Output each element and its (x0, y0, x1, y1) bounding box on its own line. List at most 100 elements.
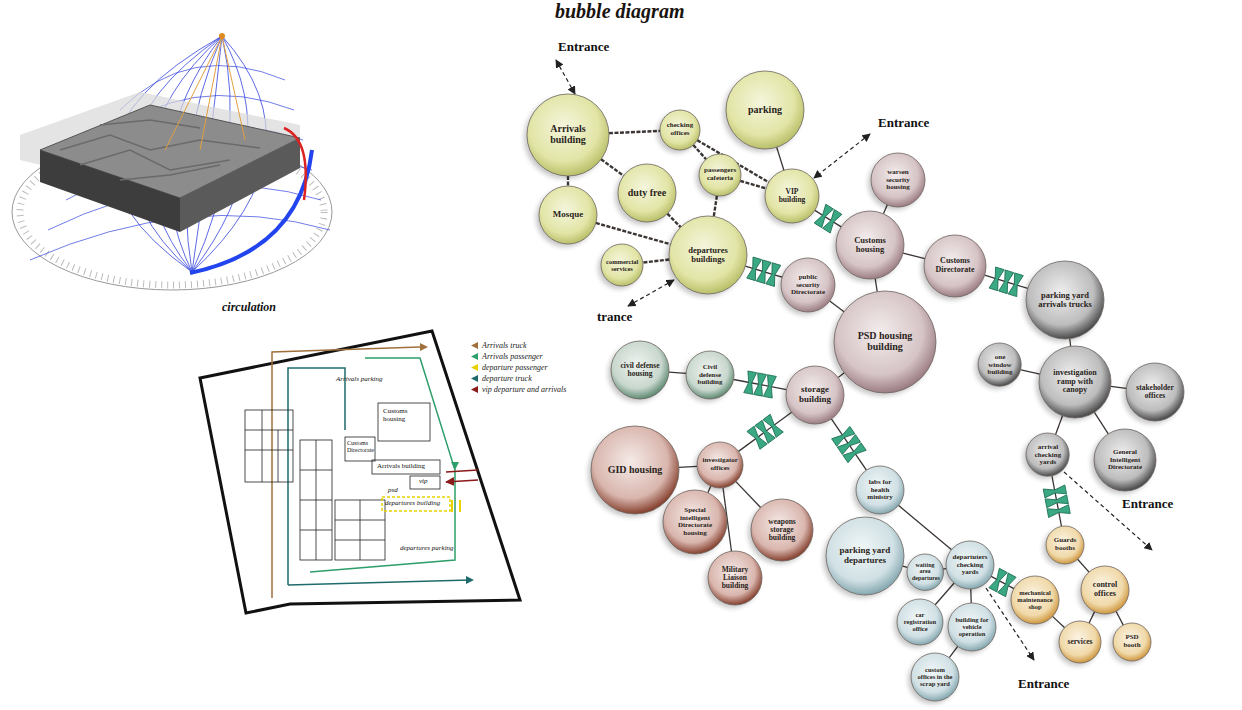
connector-group (1069, 339, 1071, 347)
connector-line (949, 646, 957, 657)
connector-line (669, 372, 686, 373)
bubble-fill (699, 154, 741, 196)
connector-group (831, 419, 866, 470)
connector-group (643, 260, 669, 263)
bubble-shadow (783, 369, 841, 427)
bubble-label: departuters checking yards (952, 554, 988, 577)
bubble-fill (924, 235, 986, 297)
bubble-shadow (696, 157, 738, 199)
connector-group (838, 373, 844, 378)
bubble-fill (907, 554, 943, 590)
connector-line (1116, 611, 1123, 625)
entrance-arrow (1064, 472, 1152, 550)
connector-group (935, 583, 954, 605)
site-plan (200, 331, 520, 613)
connector-group (745, 257, 782, 286)
bridge-bowtie (823, 210, 842, 233)
bubble-circle (896, 598, 944, 646)
bubble-circle (662, 489, 728, 555)
bubble-shadow (1056, 624, 1098, 666)
rope-connector (601, 159, 624, 176)
bubble-circle (600, 243, 644, 287)
bridge-bowtie (766, 263, 781, 287)
bubble-node: Guards booths (1045, 525, 1085, 565)
rope-connector (567, 176, 569, 186)
bubble-node: checking offices (659, 109, 701, 151)
connector-line (679, 466, 697, 467)
bubble-shadow (615, 167, 673, 225)
connector-group (734, 371, 787, 398)
bubble-node: Arrivals building (526, 93, 610, 177)
bubble-shadow (908, 656, 956, 704)
bubble-node: passengers cafeteria (698, 153, 742, 197)
bubble-fill (697, 442, 743, 488)
bubble-circle (870, 152, 926, 208)
legend-row: vip departure and arrivals (470, 385, 566, 394)
legend-swatch (471, 375, 478, 382)
bubble-fill (708, 551, 762, 605)
route-arrow (420, 343, 428, 351)
bubble-shadow (1043, 529, 1081, 567)
connector-group (814, 204, 842, 233)
bubble-shadow (683, 354, 731, 402)
connector-line (903, 566, 908, 567)
connector-group (903, 253, 925, 258)
bubble-node: warsen security housing (870, 152, 926, 208)
connector-line (1069, 339, 1071, 347)
connector-group (568, 176, 569, 186)
bubble-circle (833, 290, 937, 394)
connector-group (596, 223, 671, 244)
sun-ray (165, 36, 245, 150)
bubble-fill (618, 164, 676, 222)
bubble-node: investigation ramp with canopy (1038, 345, 1112, 419)
bubble-node: weapons storage building (750, 498, 814, 562)
connector-line (1055, 416, 1062, 435)
bubble-circle (1125, 362, 1185, 422)
connector-group (609, 131, 660, 133)
bridge-bowtie (744, 371, 757, 394)
bubble-label: Military Liaison building (715, 566, 756, 590)
entrance-label: Entrance (558, 40, 609, 54)
entrance-arrow (814, 134, 870, 178)
bridge-symbol (989, 267, 1023, 297)
legend-swatch-box (470, 341, 479, 350)
bubble-fill (834, 291, 936, 393)
legend-text: Arrivals passenger (482, 352, 543, 361)
bubble-fill (1026, 261, 1104, 339)
connector-group (1078, 559, 1089, 572)
connector-group (1055, 416, 1062, 435)
bubble-fill (1094, 429, 1156, 491)
entrance-label: Entrance (1122, 497, 1173, 511)
connector-line (1078, 559, 1089, 572)
connector-group (736, 482, 761, 508)
bubble-circle (538, 185, 598, 245)
bubble-shadow (705, 554, 759, 608)
connector-group (1111, 386, 1127, 388)
bubble-circle (659, 109, 701, 151)
bubble-circle (617, 163, 677, 223)
entrance-arrows (556, 60, 1152, 660)
connector-line (883, 205, 887, 214)
bubble-circle (685, 350, 735, 400)
rope-connector (740, 181, 766, 189)
bubble-shadow (660, 493, 724, 557)
bubble-label: parking (748, 105, 782, 116)
bubble-node: Civil defense building (685, 350, 735, 400)
bubble-shadow (666, 219, 744, 297)
connector-group (985, 267, 1028, 297)
plan-label: departures parking (400, 545, 454, 553)
bubble-label: public security Directorate (788, 274, 829, 297)
bubble-circle (945, 540, 995, 590)
bubble-node: control offices (1080, 565, 1130, 615)
bubble-fill (527, 94, 609, 176)
rope-connector (609, 131, 660, 133)
connector-line (708, 486, 711, 493)
bubble-shadow (833, 214, 901, 282)
legend-swatch-box (470, 385, 479, 394)
sun-dome (30, 36, 330, 272)
bubble-shadow (598, 247, 640, 289)
connector-group (1021, 370, 1040, 374)
bubble-circle (668, 215, 748, 295)
